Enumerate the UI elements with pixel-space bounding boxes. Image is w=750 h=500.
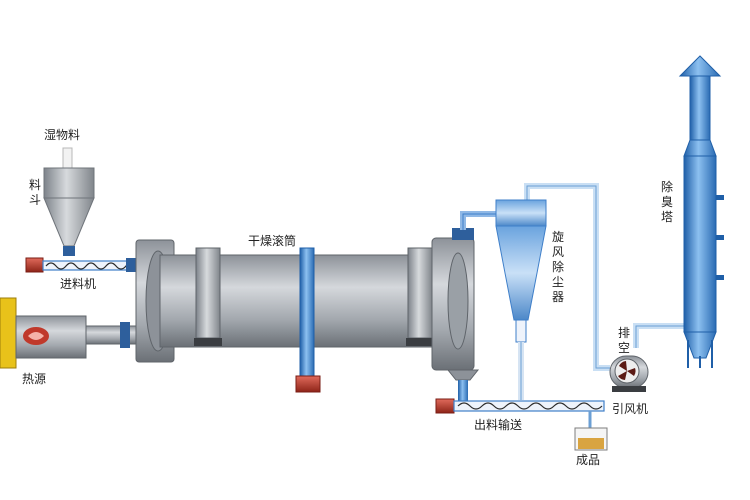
burner-frame [0,297,17,369]
riding-ring-left [195,247,221,339]
tower-port-1 [716,195,724,200]
tower-port-2 [716,235,724,240]
hopper-body [43,167,95,199]
tower-stack [689,75,711,141]
label-drum-dryer: 干燥滚筒 [248,234,297,248]
tower-hopper [683,331,717,359]
fan-to-tower-duct-edge [635,325,690,348]
label-exhaust: 排空 [617,326,630,355]
tower-cap [678,55,722,77]
cyclone [495,199,547,400]
drum-dryer [135,228,480,402]
cyclone-cone [495,225,547,321]
label-product: 成品 [576,453,601,467]
heat-source [0,297,137,369]
hopper-valve [63,246,75,256]
conveyor-motor [435,398,455,414]
riding-ring-right [407,247,433,339]
label-wet-material: 湿物料 [44,128,81,142]
discharge-chute [446,369,480,381]
cyclone-top [495,199,547,227]
drive-motor [295,375,321,393]
conveyor-tube [453,400,605,412]
label-cyclone: 旋风除尘器 [551,230,564,304]
label-induced-fan: 引风机 [612,402,649,416]
tower-port-3 [716,275,724,280]
feeder-screw [45,262,137,270]
discharge-conveyor [435,398,605,428]
deodorizer-tower [678,55,724,368]
support-roller-right [406,338,434,346]
drum-outlet-end [447,252,469,350]
conveyor-screw [457,402,603,410]
cyclone-outlet [515,319,527,343]
hopper [43,147,95,256]
drive-gear [295,247,321,393]
discharge-chute-pipe [458,380,468,402]
drum-to-cyclone-duct-edge [462,213,500,230]
drive-ring [299,247,315,379]
drum-to-cyclone-duct [460,211,500,230]
label-discharge-conveyor: 出料输送 [474,418,523,432]
label-feeder: 进料机 [60,277,97,291]
hopper-inlet [62,147,73,169]
feeder-motor [25,257,44,273]
ducting [460,183,690,371]
induced-fan [609,355,649,392]
tower-neck [683,139,717,157]
screw-feeder [25,257,139,273]
duct-flange [120,322,130,348]
label-hopper: 料斗 [28,178,41,207]
burner-flame-core [28,332,44,340]
cyclone-to-fan-duct-edge [526,185,610,369]
label-deodorizer: 除臭塔 [660,180,673,224]
label-heat-source: 热源 [22,372,47,386]
fan-to-tower-duct [633,323,690,348]
feeder-flange [126,258,136,272]
outlet-top-flange [452,228,474,240]
fan-icon [618,361,636,380]
hopper-cone [43,197,95,247]
product-fill [578,438,604,449]
tower-body [683,155,717,333]
product-bin [574,427,608,451]
support-roller-left [194,338,222,346]
fan-base [612,386,646,392]
